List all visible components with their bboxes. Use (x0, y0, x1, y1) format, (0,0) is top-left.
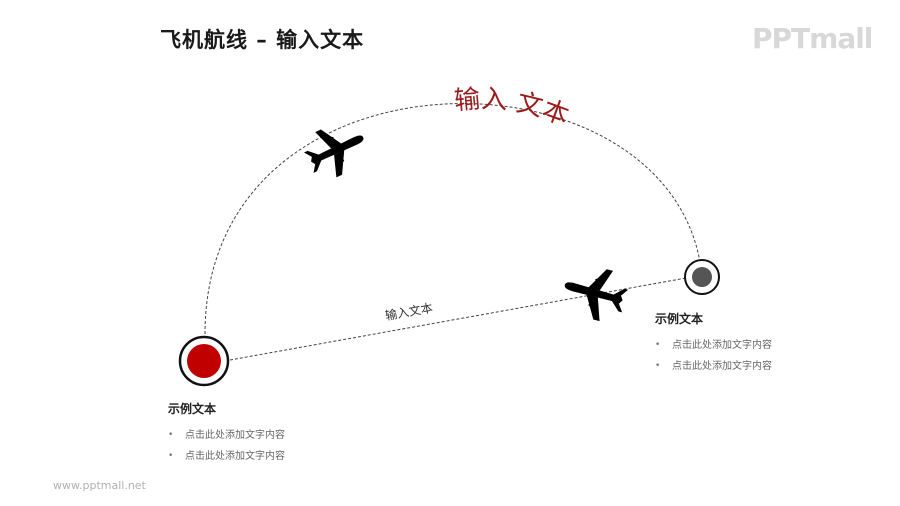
arc-label-path: 输入 文本 (453, 84, 573, 131)
origin-text-block: 示例文本 点击此处添加文字内容 点击此处添加文字内容 (168, 400, 285, 467)
destination-text-block: 示例文本 点击此处添加文字内容 点击此处添加文字内容 (655, 310, 772, 377)
destination-marker (684, 259, 720, 295)
pptmall-logo: PPTmall (752, 22, 873, 55)
list-item: 点击此处添加文字内容 (655, 335, 772, 356)
page-title: 飞机航线 – 输入文本 (160, 28, 365, 52)
straight-route-line (229, 277, 687, 361)
origin-marker (178, 335, 230, 387)
destination-bullets: 点击此处添加文字内容 点击此处添加文字内容 (655, 335, 772, 377)
list-item: 点击此处添加文字内容 (168, 425, 285, 446)
origin-bullets: 点击此处添加文字内容 点击此处添加文字内容 (168, 425, 285, 467)
curved-route-line (204, 103, 701, 335)
arc-label: 输入 文本 (453, 84, 573, 131)
list-item: 点击此处添加文字内容 (168, 446, 285, 467)
list-item: 点击此处添加文字内容 (655, 356, 772, 377)
origin-title: 示例文本 (168, 402, 217, 416)
airplane-icon (304, 129, 364, 178)
destination-title: 示例文本 (655, 312, 704, 326)
airplane-icon (564, 269, 629, 322)
line-label: 输入文本 (384, 300, 434, 323)
footer-url: www.pptmall.net (53, 479, 146, 492)
